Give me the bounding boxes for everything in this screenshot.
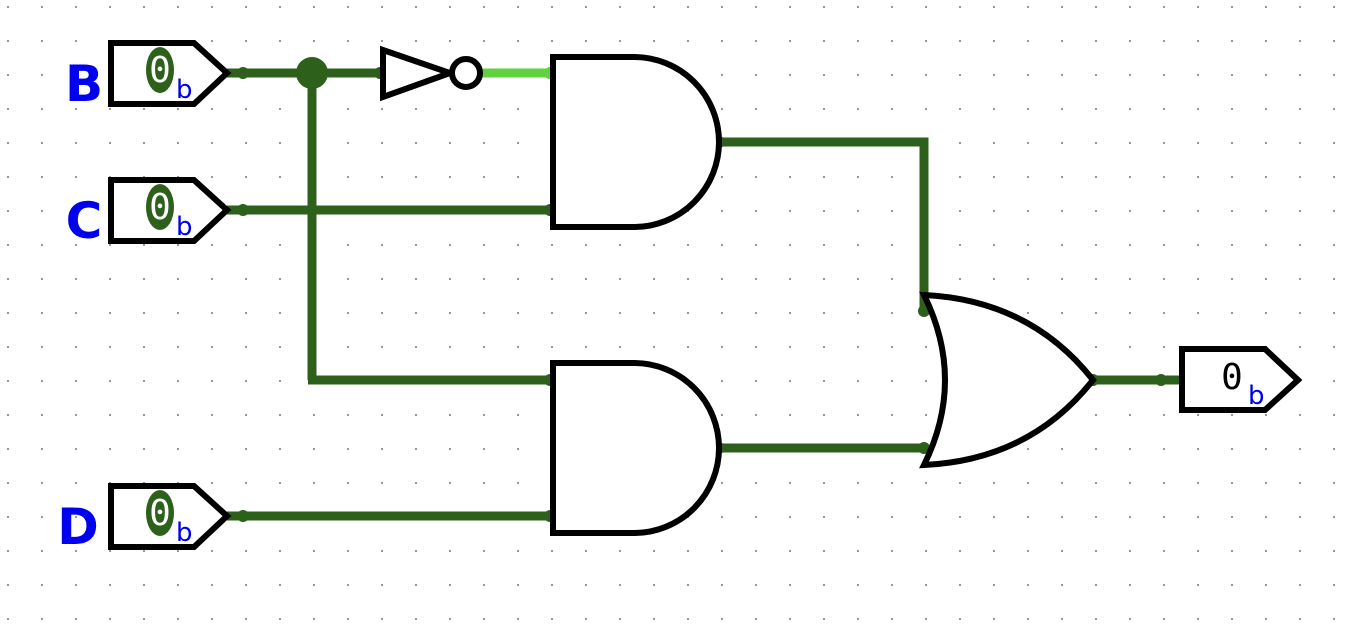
input-label: C (66, 192, 103, 250)
input-value-indicator (146, 47, 174, 93)
input-value-indicator (146, 184, 174, 230)
output-value: 0 (1221, 357, 1243, 398)
input-pin-d[interactable]: 0 b D (57, 483, 232, 556)
input-value-indicator (146, 490, 174, 536)
wire-and1-to-or[interactable] (720, 137, 929, 311)
not-gate[interactable] (380, 45, 483, 102)
output-pin[interactable]: 0 b (1179, 346, 1303, 413)
input-pin-b[interactable]: 0 b B (65, 40, 232, 113)
input-label: B (65, 55, 103, 113)
input-value: 0 (149, 187, 171, 228)
input-radix: b (176, 212, 193, 242)
input-value: 0 (149, 50, 171, 91)
output-radix: b (1248, 381, 1265, 411)
input-radix: b (176, 75, 193, 105)
and-gate-2[interactable] (550, 360, 722, 536)
input-label: D (57, 498, 99, 556)
input-value: 0 (149, 493, 171, 534)
and-gate-1[interactable] (550, 54, 722, 230)
input-pin-c[interactable]: 0 b C (66, 177, 232, 250)
input-radix: b (176, 518, 193, 548)
junction-dot (296, 57, 328, 89)
or-gate[interactable] (919, 291, 1097, 469)
